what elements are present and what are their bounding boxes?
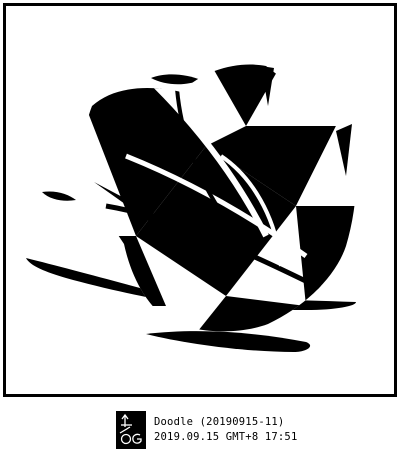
doodle-timestamp: 2019.09.15 GMT+8 17:51	[154, 431, 298, 443]
abstract-doodle-icon	[26, 64, 357, 352]
ag-monogram-icon	[116, 411, 146, 449]
caption-text: Doodle (20190915-11) 2019.09.15 GMT+8 17…	[154, 415, 297, 445]
caption-block: Doodle (20190915-11) 2019.09.15 GMT+8 17…	[116, 410, 297, 450]
doodle-title: Doodle (20190915-11)	[154, 416, 285, 428]
artwork-frame	[3, 3, 397, 397]
